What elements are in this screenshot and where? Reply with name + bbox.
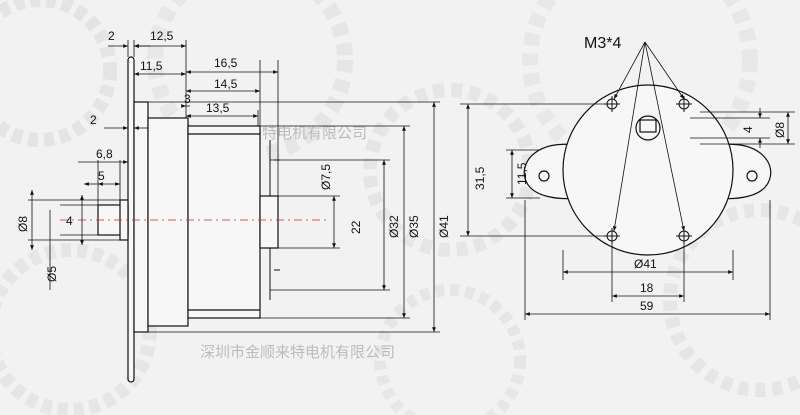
rear-boss [259, 195, 279, 249]
dim-hole-spacing: 18 [640, 281, 654, 295]
right-ear-hole [746, 170, 758, 182]
flange-plate [127, 56, 135, 383]
dim-front-dia-41: Ø41 [634, 257, 657, 271]
screw-spec-label: M3*4 [584, 35, 621, 52]
dim-housing-offset: 12,5 [150, 29, 174, 43]
dim-step-c: 3 [184, 92, 191, 106]
dim-dia-8: Ø8 [773, 122, 787, 138]
dim-length-b: 16,5 [214, 56, 238, 70]
dim-length-a: 11,5 [140, 59, 163, 73]
dim-dia-32: Ø32 [387, 215, 401, 238]
housing-front [147, 117, 189, 327]
shaft-flat [639, 119, 657, 133]
dim-flat-height: 4 [66, 214, 73, 228]
dim-height-11-5: 11,5 [515, 162, 529, 185]
dim-length-c: 14,5 [214, 77, 238, 91]
dim-dia-41: Ø41 [437, 215, 451, 238]
dim-overall-width: 59 [640, 299, 654, 313]
dim-length-d: 13,5 [206, 101, 230, 115]
dim-height-31-5: 31,5 [473, 166, 487, 190]
side-view [28, 40, 440, 383]
dim-flat-4: 4 [741, 126, 755, 133]
dim-flange-thickness: 2 [108, 29, 115, 43]
dim-boss-dia: Ø7,5 [319, 164, 333, 190]
front-shaft [635, 115, 661, 141]
dim-shaft-d: 5 [98, 169, 105, 183]
flange-step [133, 101, 149, 333]
dim-height-22: 22 [349, 220, 363, 234]
front-view [460, 41, 795, 320]
left-ear-hole [538, 170, 550, 182]
dim-shaft-len: 6,8 [96, 147, 113, 161]
dim-shaft-flat-dia: Ø8 [16, 216, 30, 232]
front-body [562, 84, 734, 256]
dim-shaft-dia: Ø5 [45, 266, 59, 282]
watermark-bottom: 深圳市金顺来特电机有限公司 [200, 343, 395, 361]
housing-body [187, 125, 261, 319]
dim-shoulder: 2 [90, 113, 97, 127]
dim-dia-35: Ø35 [407, 215, 421, 238]
